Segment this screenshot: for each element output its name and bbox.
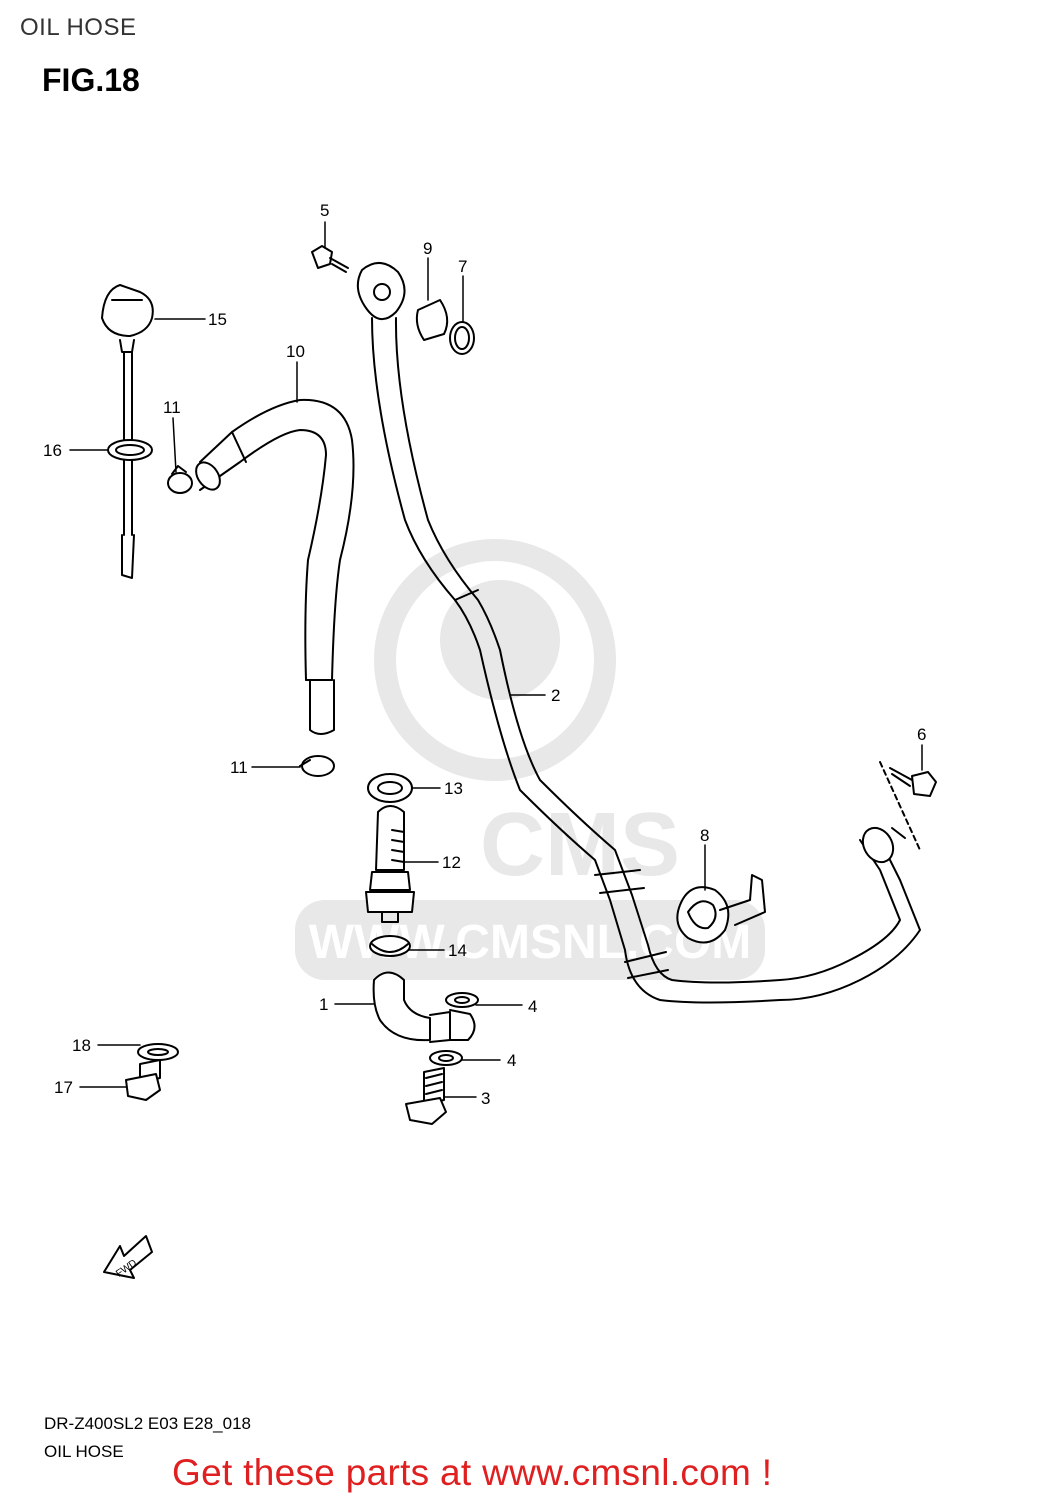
drain-plug [125, 1059, 161, 1101]
callout-15: 15 [208, 310, 227, 329]
callout-11-lower: 11 [230, 758, 248, 777]
callout-16: 16 [43, 441, 62, 460]
gasket-18 [137, 1043, 179, 1061]
dipstick [101, 284, 154, 579]
bolt-6 [879, 761, 937, 851]
model-code: DR-Z400SL2 E03 E28_018 [44, 1414, 251, 1433]
callout-14: 14 [448, 941, 467, 960]
callout-8: 8 [700, 826, 709, 845]
union-bolt [405, 1067, 447, 1125]
figure-title: FIG.18 [42, 62, 140, 98]
oil-fitting [365, 805, 415, 923]
oil-hose-main [356, 262, 921, 1004]
callout-9: 9 [423, 239, 432, 258]
fwd-arrow-icon: FWD [103, 1235, 153, 1280]
callout-6: 6 [917, 725, 926, 744]
callout-2: 2 [551, 686, 560, 705]
callout-3: 3 [481, 1089, 490, 1108]
callout-11-upper: 11 [163, 398, 181, 417]
diagram-caption: OIL HOSE [44, 1442, 124, 1461]
collar [415, 299, 449, 341]
clamp-bracket [676, 874, 766, 944]
callout-18: 18 [72, 1036, 91, 1055]
callout-4-upper: 4 [528, 997, 537, 1016]
washer-4-lower [429, 1050, 463, 1066]
bolt-5 [311, 245, 349, 273]
watermark: CMS WWW.CMSNL.COM [295, 539, 765, 980]
cta-link[interactable]: Get these parts at www.cmsnl.com ! [172, 1452, 773, 1493]
callout-12: 12 [442, 853, 461, 872]
clip-upper [167, 465, 193, 494]
callout-10: 10 [286, 342, 305, 361]
clip-lower [299, 755, 335, 777]
callout-13: 13 [444, 779, 463, 798]
watermark-brand: CMS [480, 795, 680, 895]
elbow-hose [372, 971, 476, 1043]
callouts: 5 9 7 15 10 11 16 2 6 11 13 8 12 14 1 4 … [43, 201, 926, 1108]
callout-5: 5 [320, 201, 329, 220]
callout-7: 7 [458, 257, 467, 276]
callout-1: 1 [319, 995, 328, 1014]
o-ring [449, 321, 475, 355]
breather-hose [195, 398, 355, 735]
callout-17: 17 [54, 1078, 73, 1097]
callout-4-lower: 4 [507, 1051, 516, 1070]
hose-clamp-14 [369, 935, 411, 957]
washer-13 [367, 773, 413, 803]
leader-lines [69, 221, 923, 1098]
page-title: OIL HOSE [20, 14, 137, 41]
washer-4-upper [445, 992, 479, 1008]
